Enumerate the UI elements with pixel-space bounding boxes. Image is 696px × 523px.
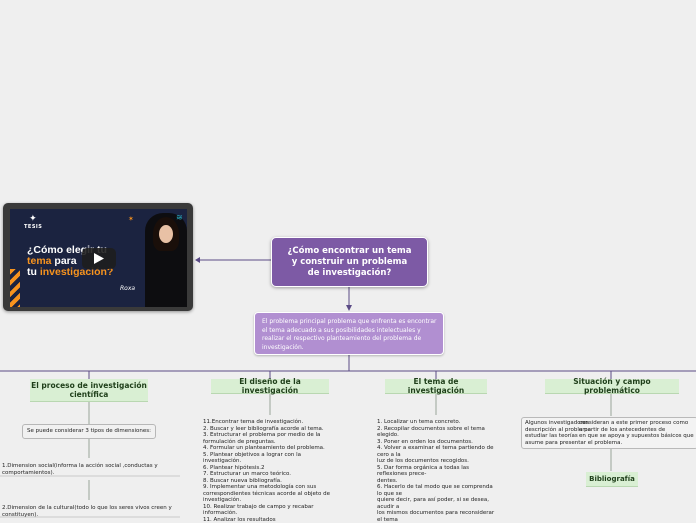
bibliografia-node[interactable]: Bibliografía <box>586 472 638 487</box>
stripe-decoration <box>10 269 20 307</box>
dimensions-node[interactable]: Se puede considerar 3 tipos de dimension… <box>22 424 156 439</box>
video-title-line2: tema para <box>27 255 77 267</box>
presenter-face <box>159 225 173 243</box>
situacion-description-node[interactable]: Algunos investigadores descripción al pr… <box>521 417 696 449</box>
branch-situacion-title: Situación y campo problemático <box>573 377 651 395</box>
tesis-logo-icon: ✦TESIS <box>24 214 43 231</box>
tema-steps-list[interactable]: 1. Localizar un tema concreto. 2. Recopi… <box>377 419 495 523</box>
bibliografia-label: Bibliografía <box>589 475 635 483</box>
situacion-text-left: Algunos investigadores descripción al pr… <box>525 420 623 446</box>
branch-situacion-campo[interactable]: Situación y campo problemático <box>545 377 679 395</box>
branch-proceso-title: El proceso de investigación científica <box>31 381 147 399</box>
situacion-text-right: consideran a este primer proceso como a … <box>579 420 694 439</box>
branch-tema-investigacion[interactable]: El tema de investigación <box>385 377 487 395</box>
video-title-line1: ¿Cómo elegir tu <box>27 244 107 256</box>
branch-diseno-investigacion[interactable]: El diseño de la investigación <box>211 377 329 395</box>
central-topic-title: ¿Cómo encontrar un tema y construir un p… <box>287 245 412 278</box>
description-node[interactable]: El problema principal problema que enfre… <box>254 312 444 355</box>
play-button[interactable] <box>82 248 116 269</box>
dimension-social-node[interactable]: 1.Dimension social(informa la acción soc… <box>2 463 158 476</box>
wave-icon: ≋ <box>176 213 183 222</box>
star-icon: ✶ <box>128 215 134 223</box>
video-title-line3: tu investigación? <box>27 266 114 278</box>
description-text: El problema principal problema que enfre… <box>262 318 437 351</box>
video-signature: Roxa <box>120 285 136 292</box>
branch-proceso-investigacion[interactable]: El proceso de investigación científica <box>30 379 148 402</box>
dimension-cultural-node[interactable]: 2.Dimension de la cultural(todo lo que l… <box>2 505 172 518</box>
play-icon <box>94 253 104 264</box>
dimensions-label: Se puede considerar 3 tipos de dimension… <box>26 428 151 434</box>
central-topic-node[interactable]: ¿Cómo encontrar un tema y construir un p… <box>271 237 428 287</box>
branch-tema-title: El tema de investigación <box>407 377 465 395</box>
diseno-steps-list[interactable]: 11.Encontrar tema de investigación. 2. B… <box>203 419 331 523</box>
branch-diseno-title: El diseño de la investigación <box>239 377 301 395</box>
video-thumbnail[interactable]: ✦TESIS ✶ ¿Cómo elegir tu tema para tu in… <box>10 209 187 307</box>
